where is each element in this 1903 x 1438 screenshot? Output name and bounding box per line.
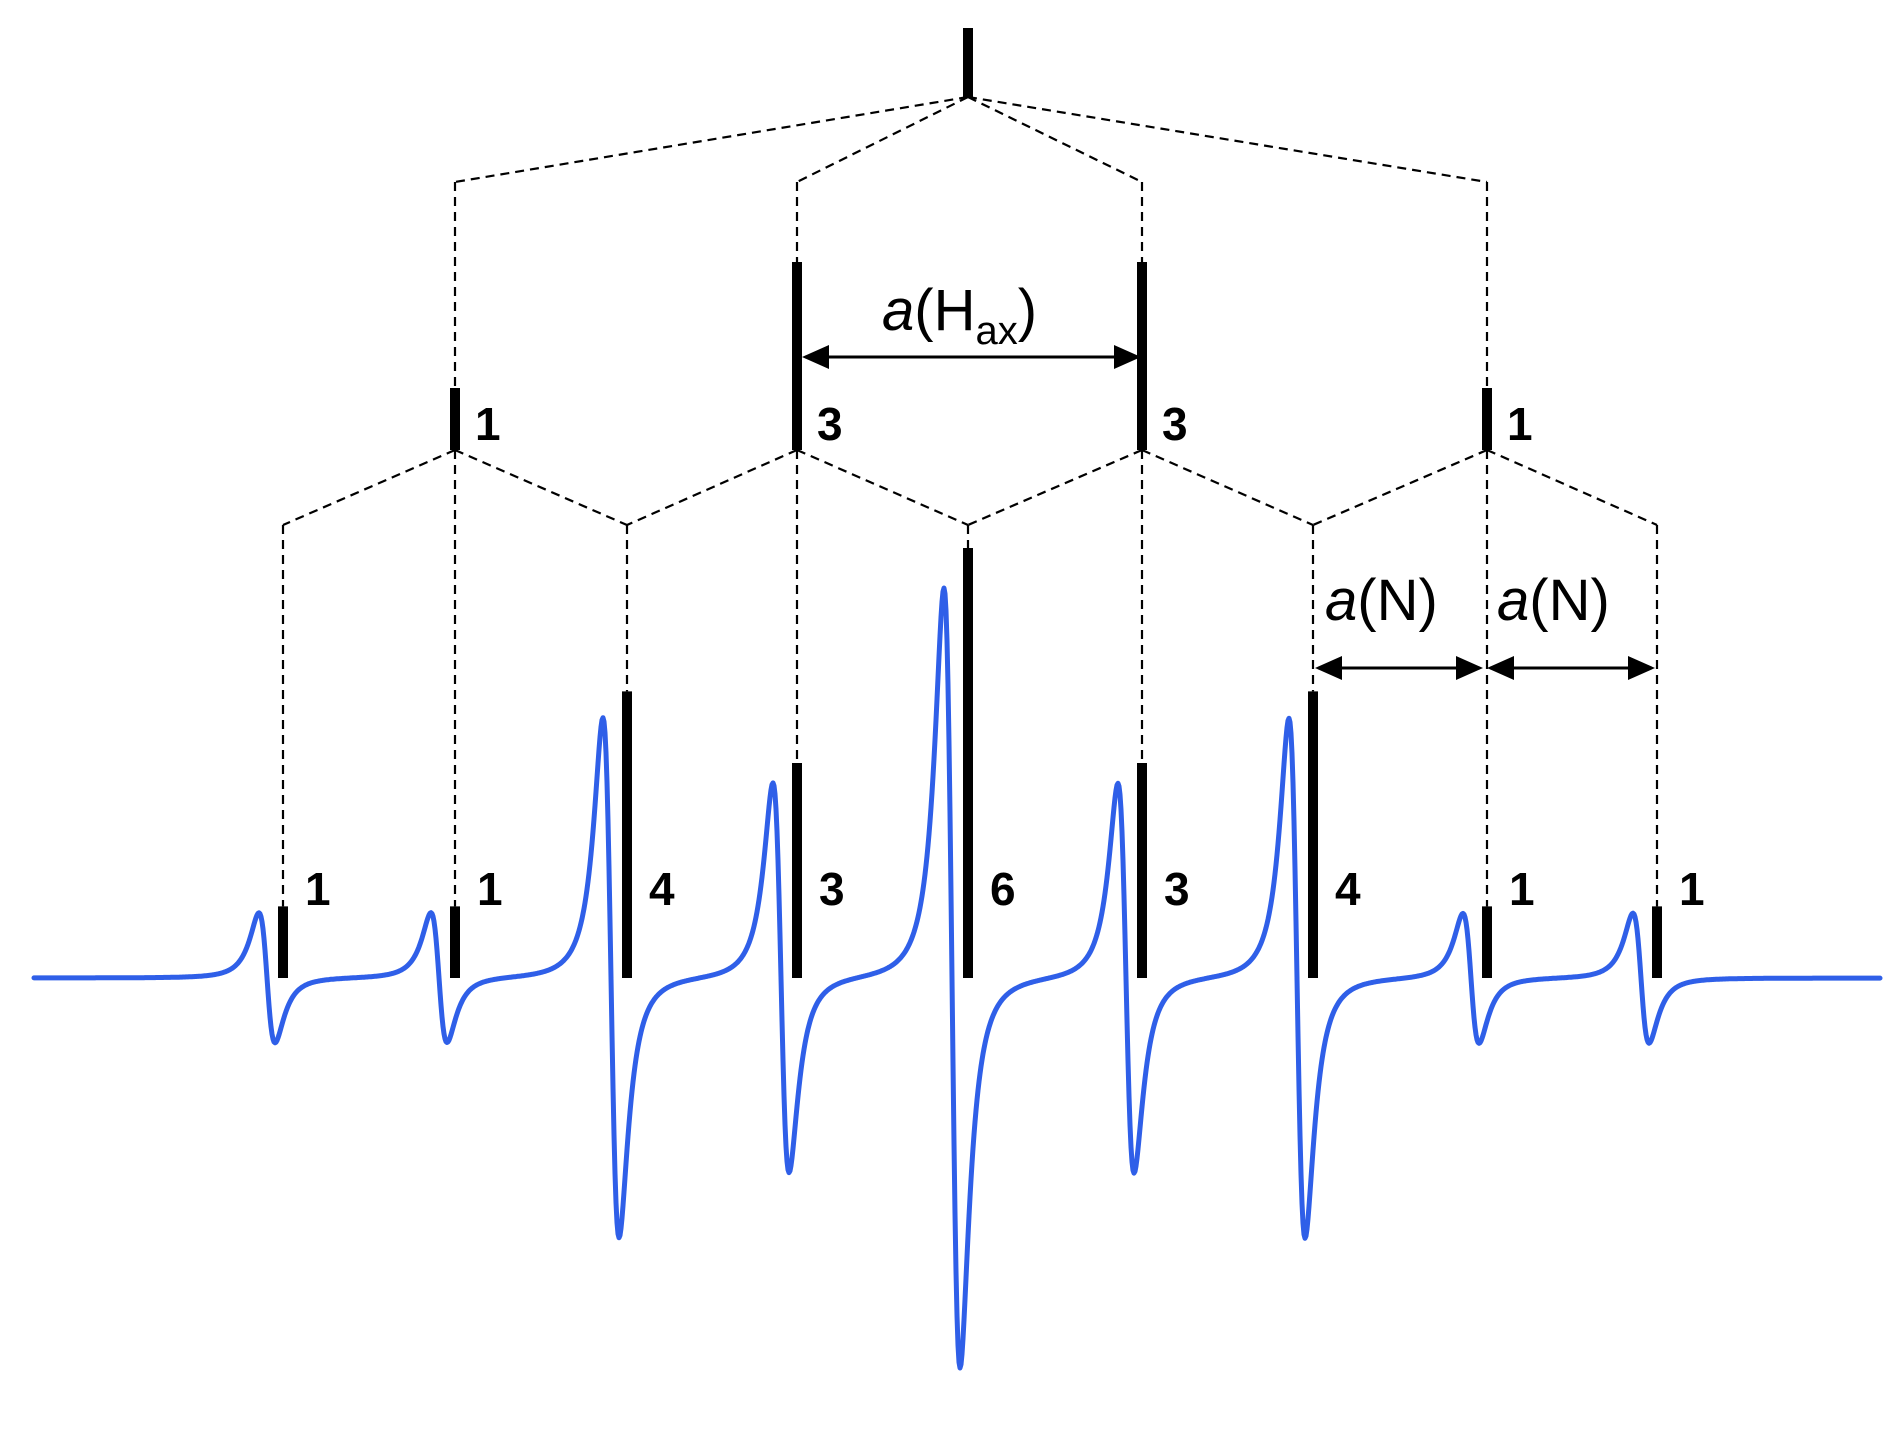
- tree-branch-mid-3-left: [967, 448, 1143, 527]
- bottom-intensity-label-3: 4: [649, 863, 675, 915]
- mid-intensity-label-4: 1: [1507, 398, 1533, 450]
- hax-coupling-label: a(Hax): [882, 278, 1037, 353]
- tree-branch-mid-1-left: [282, 448, 456, 527]
- tree-branch-top-2: [796, 96, 969, 183]
- tree-branch-top-4: [967, 95, 1488, 184]
- bottom-intensity-label-4: 3: [819, 863, 845, 915]
- bottom-intensity-label-8: 1: [1509, 863, 1535, 915]
- stick-bars: [278, 262, 1662, 978]
- tree-branch-mid-4-left: [1312, 448, 1488, 527]
- tree-branch-top-1: [454, 95, 969, 184]
- tree-branch-mid-4-right: [1486, 448, 1658, 527]
- bottom-intensity-label-2: 1: [477, 863, 503, 915]
- mid-intensity-label-1: 1: [475, 398, 501, 450]
- hax-label-close: ): [1018, 278, 1037, 343]
- hax-label-sub: ax: [975, 309, 1017, 353]
- hax-label-prefix: a: [882, 278, 914, 343]
- splitting-tree-dashed-lines: [281, 95, 1659, 907]
- mid-intensity-label-2: 3: [817, 398, 843, 450]
- mid-intensity-label-3: 3: [1162, 398, 1188, 450]
- bottom-intensity-label-5: 6: [990, 863, 1016, 915]
- n-coupling-label-2: a(N): [1497, 568, 1610, 633]
- n2-label-rest: (N): [1529, 568, 1610, 633]
- hax-label-open: (: [914, 278, 933, 343]
- n-coupling-label-1: a(N): [1325, 568, 1438, 633]
- epr-spectrum-trace: [31, 585, 1883, 1371]
- tree-branch-mid-2-right: [796, 448, 969, 527]
- bottom-intensity-label-1: 1: [305, 863, 331, 915]
- n2-label-prefix: a: [1497, 568, 1529, 633]
- bottom-intensity-label-7: 4: [1335, 863, 1361, 915]
- bottom-intensity-label-6: 3: [1164, 863, 1190, 915]
- n1-label-prefix: a: [1325, 568, 1357, 633]
- tree-branch-top-3: [967, 96, 1143, 183]
- tree-branch-mid-2-left: [626, 448, 798, 527]
- hax-label-main: H: [934, 278, 976, 343]
- n1-label-rest: (N): [1357, 568, 1438, 633]
- tree-branch-mid-3-right: [1141, 448, 1314, 527]
- tree-branch-mid-1-right: [454, 448, 628, 527]
- bottom-intensity-label-9: 1: [1679, 863, 1705, 915]
